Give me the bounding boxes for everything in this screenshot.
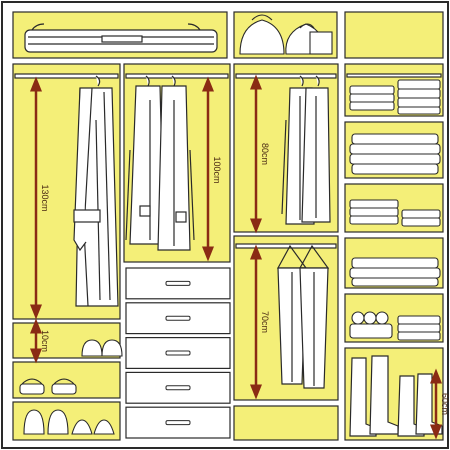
drawer-stack <box>125 267 231 439</box>
boot-dimension-label: 60cm <box>440 393 450 415</box>
drawer-handle <box>165 420 191 426</box>
bottom-shelf-middle <box>233 405 339 441</box>
jacket-dimension-label: 100cm <box>212 156 222 183</box>
folded-clothes-icon <box>349 79 441 341</box>
drawer <box>125 302 231 335</box>
drawer-handle <box>165 280 191 286</box>
trousers-icon <box>276 244 330 389</box>
coat-dimension-label: 130cm <box>40 184 50 211</box>
shoe-shelf-dimension-label: 10cm <box>40 330 50 352</box>
shirts-icon <box>281 75 331 225</box>
drawer-handle <box>165 385 191 391</box>
trouser-dimension-label: 70cm <box>260 311 270 333</box>
top-compartment-right <box>344 11 444 59</box>
drawer-handle <box>165 350 191 356</box>
shirt-dimension-label: 80cm <box>260 143 270 165</box>
boots-icon <box>349 355 443 437</box>
dimension-arrows <box>30 74 442 440</box>
shoes-icon <box>19 339 123 435</box>
jackets-icon <box>125 75 195 251</box>
hanging-rails <box>14 73 442 249</box>
drawer-handle <box>165 315 191 321</box>
coat-icon <box>73 75 119 307</box>
bags-icon <box>239 14 333 55</box>
suitcase-icon <box>24 23 218 53</box>
